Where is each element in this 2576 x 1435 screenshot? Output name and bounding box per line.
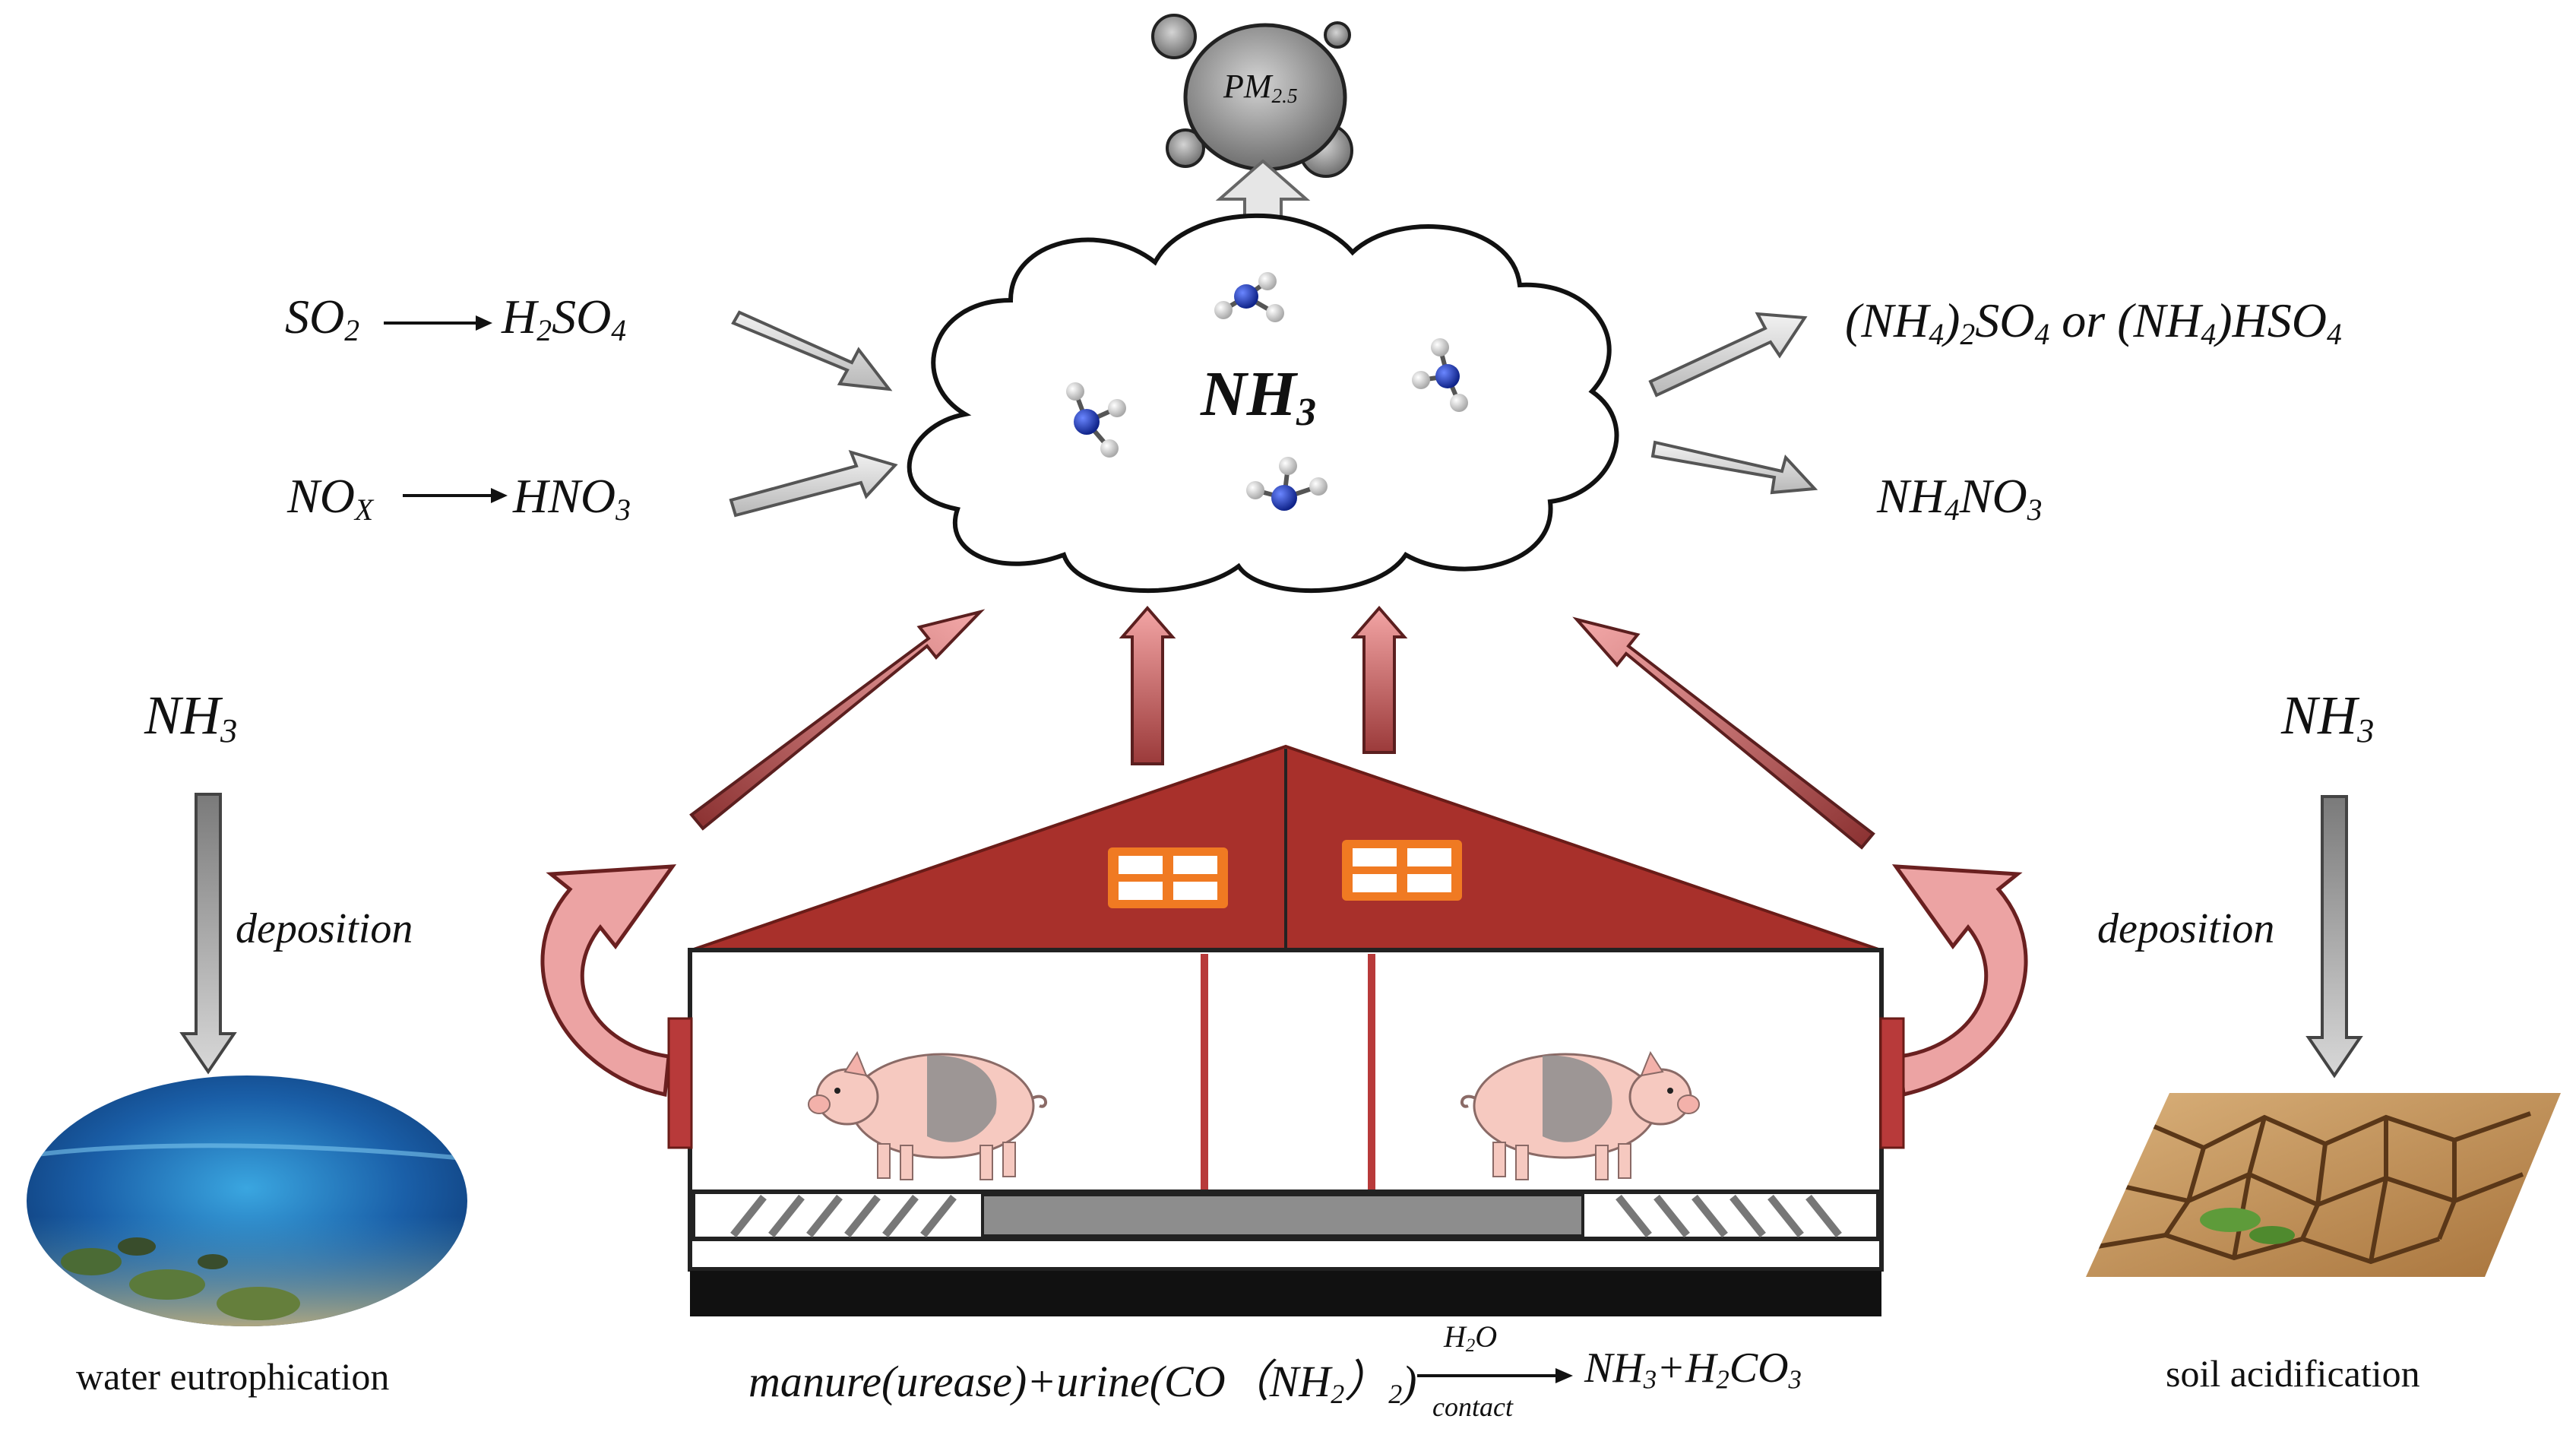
reaction-condition-contact: contact: [1432, 1392, 1513, 1422]
pm25-label: PM2.5: [1223, 68, 1298, 107]
h2so4-label: H2SO4: [502, 290, 627, 347]
water-eutrophication-image: [27, 1075, 467, 1326]
vent-right: [1879, 1017, 1905, 1149]
arrow-barn-up-2: [1350, 605, 1408, 754]
arrow-barn-right-diagonal: [1572, 616, 1875, 850]
so2-label: SO2: [285, 290, 360, 347]
nox-label: NOX: [287, 469, 374, 527]
hno3-label: HNO3: [513, 469, 631, 527]
water-eutrophication-caption: water eutrophication: [76, 1355, 390, 1398]
reaction-arrow-bottom: [1417, 1368, 1573, 1383]
soil-acidification-image: [2086, 1093, 2561, 1277]
ammonium-nitrate-label: NH4NO3: [1877, 469, 2043, 527]
floor-slats-left: [730, 1194, 957, 1238]
reaction-arrow-nox: [403, 488, 508, 503]
reaction-condition-water: H2O: [1444, 1319, 1498, 1357]
nh3-molecule-3: [1412, 338, 1468, 412]
reaction-arrow-so2: [384, 315, 492, 331]
barn-window-right: [1342, 840, 1462, 901]
floor-slats-right: [1616, 1194, 1842, 1238]
barn-window-left: [1108, 847, 1228, 908]
arrow-h2so4-to-cloud: [731, 310, 893, 391]
arrow-deposition-left: [179, 793, 237, 1075]
arrow-barn-up-1: [1119, 605, 1176, 765]
vent-left: [667, 1017, 693, 1149]
curved-arrow-left-vent: [540, 864, 677, 1098]
curved-arrow-right-vent: [1891, 864, 2028, 1098]
arrow-cloud-to-nitrate: [1650, 440, 1818, 495]
urea-hydrolysis-reactants: manure(urease)+urine(CO（NH2）2): [748, 1357, 1417, 1409]
pig-left: [808, 1050, 1047, 1180]
arrow-barn-left-diagonal: [689, 609, 986, 831]
urea-hydrolysis-products: NH3+H2CO3: [1584, 1345, 1802, 1395]
barn-foundation: [690, 1271, 1881, 1316]
ammonia-cloud: [907, 213, 1619, 594]
nh3-molecule-1: [1214, 272, 1284, 322]
arrow-cloud-to-sulfate: [1648, 312, 1808, 398]
right-nh3-label: NH3: [2281, 685, 2375, 750]
arrow-hno3-to-cloud: [729, 449, 898, 518]
soil-acidification-caption: soil acidification: [2166, 1352, 2420, 1395]
cloud-nh3-label: NH3: [1201, 359, 1317, 435]
left-deposition-label: deposition: [236, 905, 413, 952]
right-deposition-label: deposition: [2097, 905, 2275, 952]
sulfate-products-label: (NH4)2SO4 or (NH4)HSO4: [1845, 293, 2342, 351]
arrow-deposition-right: [2305, 795, 2363, 1079]
nh3-molecule-4: [1246, 457, 1328, 511]
pig-right: [1460, 1050, 1700, 1180]
pig-barn: [667, 744, 1905, 1316]
nh3-molecule-2: [1066, 382, 1126, 458]
manure-pit: [981, 1193, 1584, 1237]
pm25-particle: [1151, 14, 1353, 178]
left-nh3-label: NH3: [144, 685, 238, 750]
